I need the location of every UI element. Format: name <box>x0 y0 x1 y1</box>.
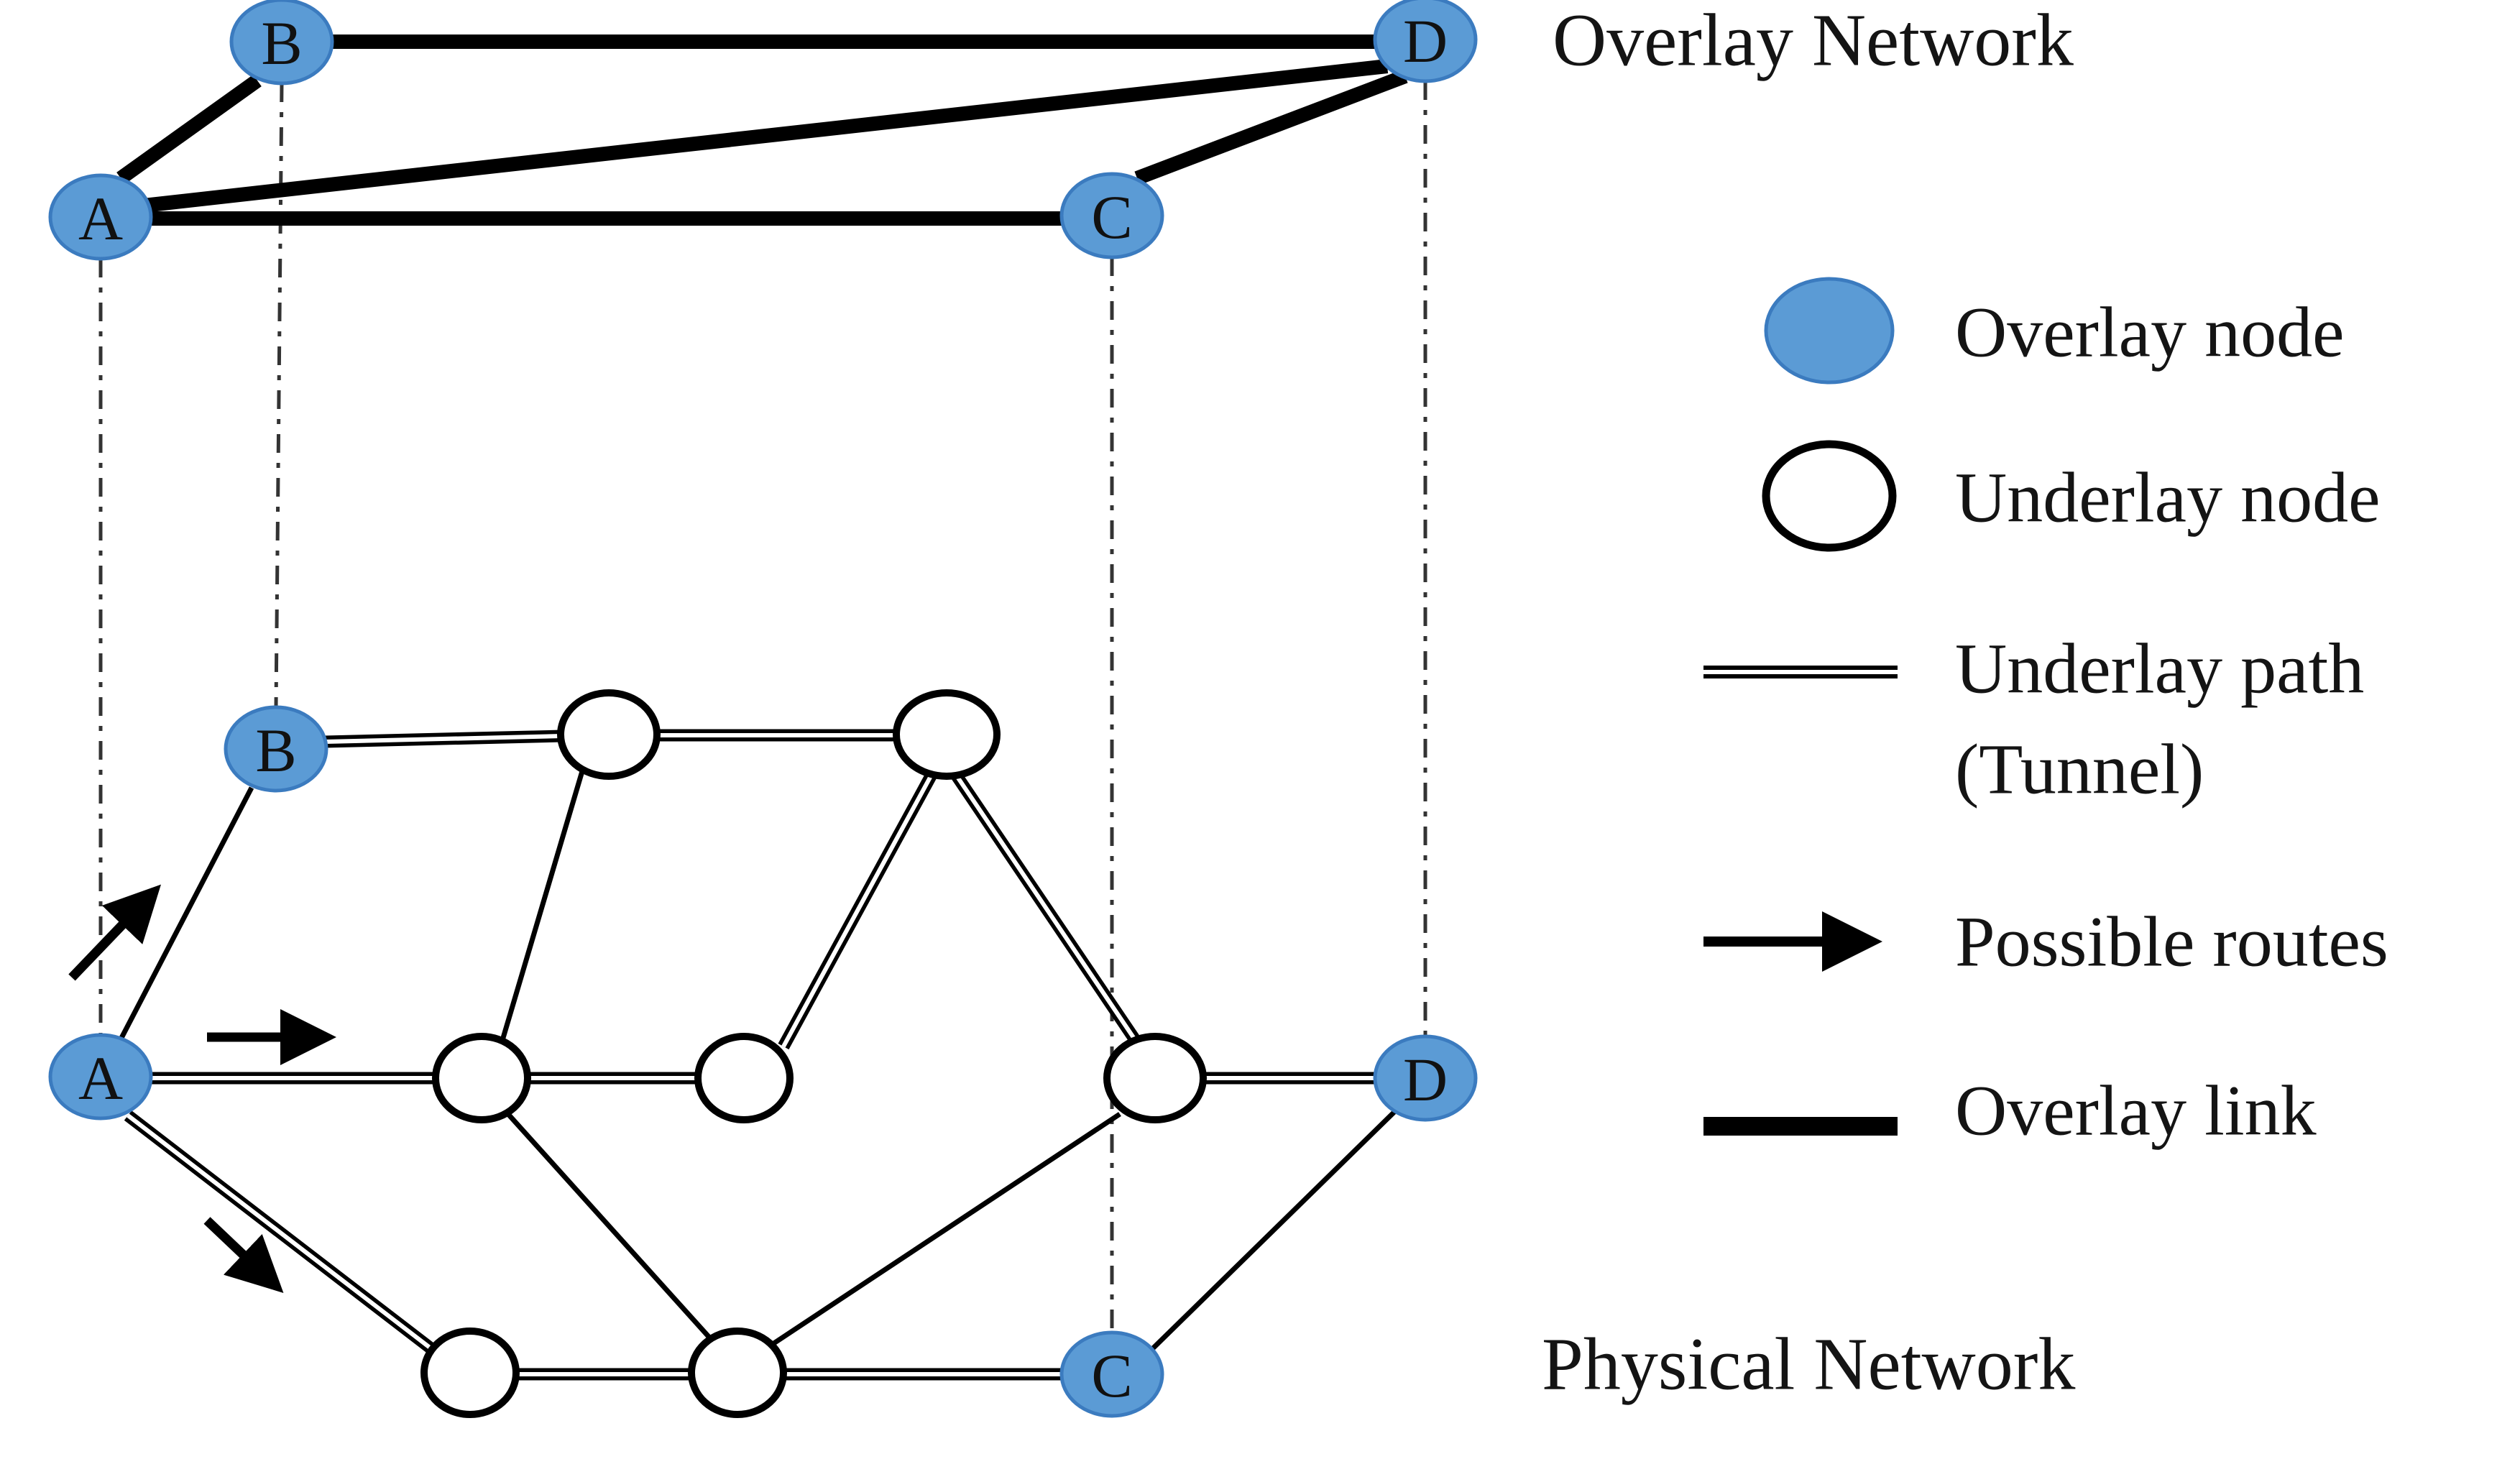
physical-link-u3-u7 <box>505 1111 712 1340</box>
legend-item-underlay-node: Underlay node <box>1762 440 2380 552</box>
overlay-node-a-shape[interactable] <box>48 173 153 261</box>
overlay-network-title: Overlay Network <box>1553 0 2074 82</box>
physical-node-b-shape[interactable] <box>224 705 328 793</box>
underlay-node-u4[interactable] <box>694 1033 794 1123</box>
overlay-node-d-shape[interactable] <box>1373 0 1478 83</box>
physical-node-c[interactable]: C <box>1059 1330 1164 1418</box>
underlay-node-u3[interactable] <box>432 1033 531 1123</box>
underlay-node-u2[interactable] <box>893 689 1001 780</box>
underlay-node-u6[interactable] <box>420 1328 520 1418</box>
legend-label-underlay-path: Underlay path <box>1955 629 2364 709</box>
overlay-node-b[interactable]: B <box>229 0 334 86</box>
route-arrow-down-icon <box>203 1217 284 1293</box>
underlay-node-u7[interactable] <box>688 1328 787 1418</box>
route-arrows <box>68 884 336 1293</box>
legend-label-possible-routes: Possible routes <box>1955 902 2388 982</box>
physical-links-tunnel <box>124 729 1376 1381</box>
overlay-node-c[interactable]: C <box>1059 172 1164 259</box>
tunnel-link-u2-u4-core <box>781 773 934 1048</box>
legend-label-underlay-path-cont: (Tunnel) <box>1955 730 2204 809</box>
underlay-node-u5[interactable] <box>1103 1033 1207 1123</box>
physical-link-u1-u3 <box>500 770 585 1039</box>
overlay-link-c-d <box>1134 69 1408 185</box>
physical-link-a-b <box>118 786 254 1041</box>
tunnel-link-u2-u5-core <box>954 773 1138 1042</box>
legend-item-overlay-link: Overlay link <box>1703 1071 2317 1151</box>
tunnel-link-a-u6-core <box>127 1113 434 1352</box>
overlay-links <box>116 34 1408 226</box>
physical-links-plain <box>118 770 1398 1351</box>
legend: Overlay node Underlay node Underlay path… <box>1703 277 2388 1151</box>
overlay-node-c-shape[interactable] <box>1059 172 1164 259</box>
legend-label-overlay-node: Overlay node <box>1955 293 2344 372</box>
physical-node-b[interactable]: B <box>224 705 328 793</box>
underlay-node-u1[interactable] <box>557 689 661 780</box>
hollow-ellipse-icon <box>1762 440 1897 552</box>
physical-node-d[interactable]: D <box>1373 1034 1478 1122</box>
physical-node-a-shape[interactable] <box>48 1033 153 1121</box>
physical-link-u5-u7 <box>769 1112 1121 1348</box>
legend-label-overlay-link: Overlay link <box>1955 1071 2317 1151</box>
legend-label-underlay-node: Underlay node <box>1955 458 2380 538</box>
legend-item-possible-routes: Possible routes <box>1703 902 2388 982</box>
tunnel-link-b-u1-core <box>324 734 563 744</box>
overlay-link-b-a <box>116 74 262 185</box>
physical-network-title: Physical Network <box>1542 1323 2075 1406</box>
overlay-node-a[interactable]: A <box>48 173 153 261</box>
route-arrow-up-icon <box>68 884 161 981</box>
physical-node-d-shape[interactable] <box>1373 1034 1478 1122</box>
overlay-node-b-shape[interactable] <box>229 0 334 86</box>
overlay-link-a-d <box>142 59 1389 213</box>
physical-link-c-d <box>1151 1108 1398 1351</box>
physical-node-c-shape[interactable] <box>1059 1330 1164 1418</box>
legend-item-underlay-path: Underlay path (Tunnel) <box>1703 629 2364 809</box>
filled-ellipse-icon <box>1764 277 1895 385</box>
legend-item-overlay-node: Overlay node <box>1764 277 2344 385</box>
overlay-node-d[interactable]: D <box>1373 0 1478 83</box>
physical-node-a[interactable]: A <box>48 1033 153 1121</box>
